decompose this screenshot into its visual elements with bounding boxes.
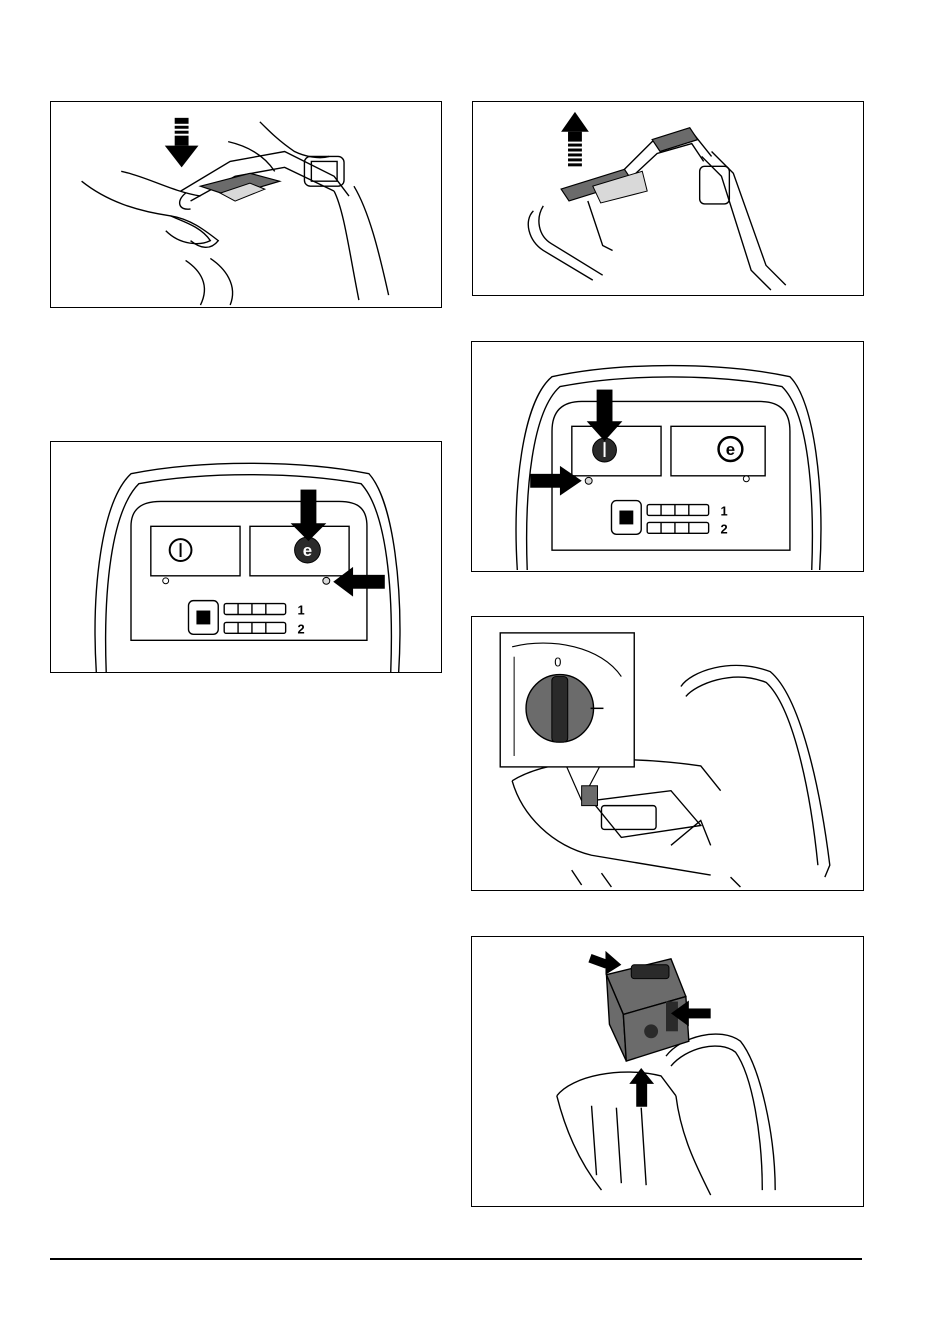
figure-push-handle: [50, 101, 442, 308]
power-icon: [170, 539, 192, 561]
arrow-up-icon: [561, 112, 589, 166]
inset-panel: 0: [500, 633, 634, 801]
battery-bar-2: [647, 522, 708, 533]
switch-label-off: 0: [554, 655, 561, 670]
main-switch-illustration: 0: [472, 617, 863, 890]
control-panel-illustration-2: e 1 2: [51, 442, 441, 672]
arrow-right-icon: [530, 466, 582, 496]
battery-bar-label-1: 1: [298, 603, 305, 618]
push-handle-illustration: [51, 102, 441, 307]
footer-rule: [50, 1258, 862, 1260]
handle-grip: [200, 173, 279, 201]
battery-bar-2: [224, 622, 285, 633]
battery-bar-label-2: 2: [298, 621, 305, 636]
figure-main-switch: 0: [471, 616, 864, 891]
arrow-down-icon: [291, 490, 327, 542]
figure-panel-power-button: e 1 2: [50, 441, 442, 673]
lift-handle-illustration: [473, 102, 863, 295]
battery-bar-label-1: 1: [721, 503, 728, 518]
battery-remove-illustration: [472, 937, 863, 1206]
control-panel-illustration: e 1 2: [472, 342, 863, 571]
svg-text:e: e: [726, 440, 735, 459]
battery-bar-label-2: 2: [721, 521, 728, 536]
eco-icon: e: [295, 537, 321, 563]
eco-icon: e: [719, 437, 743, 461]
stop-icon: [189, 601, 219, 635]
figure-panel-eco-button: e 1 2: [471, 341, 864, 572]
arrow-left-icon: [333, 567, 385, 597]
battery-bar-1: [647, 505, 708, 516]
arrow-down-icon: [165, 118, 199, 168]
arrow-down-icon: [587, 390, 623, 442]
arrow-right-icon: [588, 951, 621, 975]
stop-icon: [611, 501, 641, 535]
battery-bar-1: [224, 604, 285, 615]
figure-lift-handle: [472, 101, 864, 296]
figure-battery-remove: [471, 936, 864, 1207]
svg-text:e: e: [303, 541, 312, 560]
